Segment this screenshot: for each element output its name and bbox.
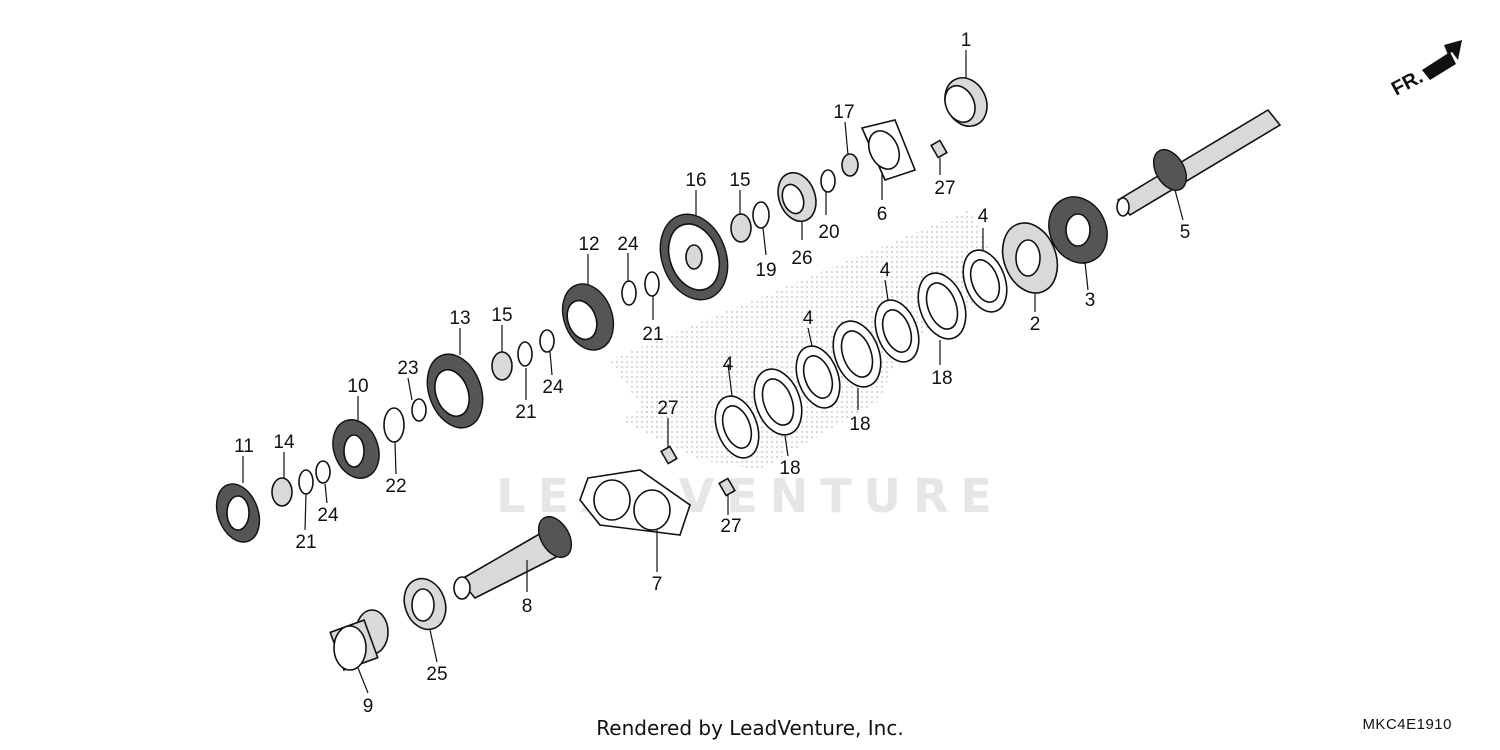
- callout-13: 13: [449, 308, 470, 329]
- callout-17: 17: [833, 102, 854, 123]
- callout-26: 26: [791, 248, 812, 269]
- part-7-gasket-plate: [579, 469, 691, 536]
- callout-4: 4: [880, 260, 891, 281]
- part-1-bearing: [944, 77, 988, 127]
- callout-15: 15: [729, 170, 750, 191]
- callout-10: 10: [347, 376, 368, 397]
- part-19-ring: [752, 201, 770, 229]
- part-20-ring: [820, 169, 836, 193]
- part-4-friction-disc-3: [795, 345, 841, 409]
- callout-21: 21: [295, 532, 316, 553]
- part-11-gear: [215, 483, 261, 543]
- part-4-friction-disc-4: [714, 395, 760, 459]
- callout-12: 12: [578, 234, 599, 255]
- part-22-plate: [383, 407, 405, 443]
- part-18-clutch-plate-2: [832, 320, 882, 388]
- callout-1: 1: [961, 30, 972, 51]
- callout-8: 8: [522, 596, 533, 617]
- callout-4: 4: [723, 354, 734, 375]
- callout-16: 16: [685, 170, 706, 191]
- callout-24: 24: [317, 505, 339, 526]
- callout-14: 14: [273, 432, 295, 453]
- part-21-ring-low: [298, 469, 314, 495]
- callout-22: 22: [385, 476, 406, 497]
- callout-11: 11: [234, 436, 254, 457]
- part-15-bushing-mid: [491, 351, 513, 381]
- callout-3: 3: [1085, 290, 1096, 311]
- callout-5: 5: [1180, 222, 1191, 243]
- part-27-bolt-top: [930, 139, 948, 159]
- part-26-bearing: [777, 171, 817, 223]
- part-14-bushing: [271, 477, 293, 507]
- diagram-code: MKC4E1910: [1362, 716, 1452, 733]
- part-15-bushing-top: [730, 213, 752, 243]
- callout-18: 18: [931, 368, 952, 389]
- part-21-ring-top: [644, 271, 660, 297]
- callout-27: 27: [657, 398, 678, 419]
- part-18-clutch-plate-1: [917, 272, 967, 340]
- front-direction-label: FR.: [1388, 66, 1427, 101]
- part-27-bolt-low: [718, 477, 736, 497]
- callout-15: 15: [491, 305, 512, 326]
- part-13-gear: [426, 353, 484, 429]
- callout-25: 25: [426, 664, 447, 685]
- watermark-text: LEADVENTURE: [496, 469, 1004, 523]
- callout-19: 19: [755, 260, 776, 281]
- callout-21: 21: [642, 324, 663, 345]
- part-12-gear: [561, 283, 615, 351]
- part-23-ring: [411, 398, 427, 422]
- part-4-friction-disc-1: [962, 249, 1008, 313]
- callout-4: 4: [803, 308, 814, 329]
- callout-21: 21: [515, 402, 536, 423]
- part-5-shaft: [1116, 108, 1282, 217]
- part-6-plate: [860, 119, 917, 181]
- part-25-bearing: [403, 577, 447, 631]
- callout-24: 24: [617, 234, 639, 255]
- callout-6: 6: [877, 204, 888, 225]
- callout-27: 27: [720, 516, 741, 537]
- callout-20: 20: [818, 222, 839, 243]
- part-9-cap: [329, 609, 389, 671]
- part-8-shaft: [453, 516, 573, 600]
- callout-4: 4: [978, 206, 989, 227]
- part-2-pressure-plate: [1001, 222, 1059, 294]
- callout-27: 27: [934, 178, 955, 199]
- part-18-clutch-plate-3: [753, 368, 803, 436]
- callout-9: 9: [363, 696, 374, 717]
- callout-18: 18: [849, 414, 870, 435]
- callout-7: 7: [652, 574, 663, 595]
- part-21-ring-mid: [517, 341, 533, 367]
- callout-18: 18: [779, 458, 800, 479]
- part-24-ring-low: [315, 460, 331, 484]
- front-direction-arrow-icon: FR.: [1388, 40, 1462, 100]
- part-16-gear: [659, 213, 729, 301]
- part-3-hub: [1048, 196, 1108, 264]
- leader-lines: [242, 50, 1184, 694]
- callout-labels: 1 17 27 6 16 15 20 26 19 12 24 21 5 3 2 …: [234, 30, 1190, 717]
- part-24-ring-top: [621, 280, 637, 306]
- part-4-friction-disc-2: [874, 299, 920, 363]
- callout-2: 2: [1030, 314, 1041, 335]
- rendered-by-credit: Rendered by LeadVenture, Inc.: [596, 716, 904, 740]
- callout-23: 23: [397, 358, 418, 379]
- part-10-gear: [332, 419, 380, 479]
- callout-24: 24: [542, 377, 564, 398]
- part-24-ring-mid: [539, 329, 555, 353]
- part-17-collar: [841, 153, 859, 177]
- part-27-bolt-mid: [660, 445, 678, 465]
